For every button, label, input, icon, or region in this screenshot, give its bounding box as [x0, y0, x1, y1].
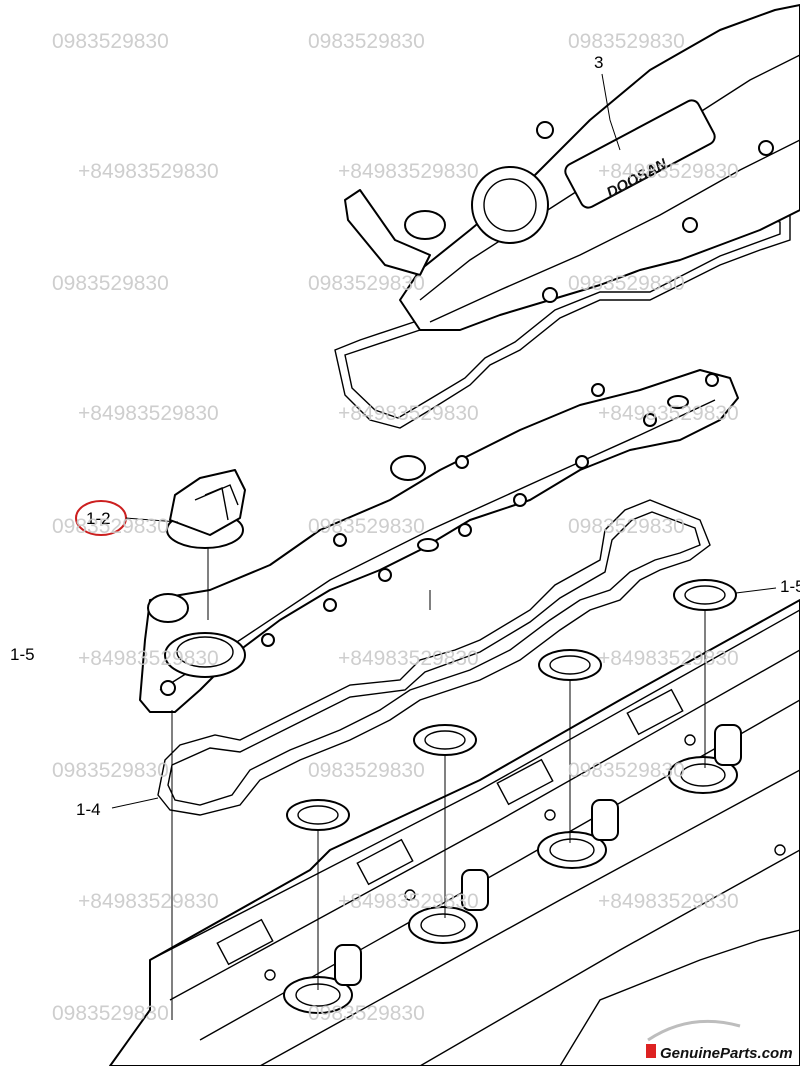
- watermark-phone: 0983529830: [308, 759, 425, 782]
- watermark-intl: +84983529830: [338, 890, 479, 913]
- callout-3-label: 3: [594, 53, 603, 72]
- watermark-intl: +84983529830: [598, 402, 739, 425]
- callout-1-5-left: 1-5: [10, 645, 35, 664]
- watermark-phone: 0983529830: [308, 515, 425, 538]
- brand-e-icon: [646, 1044, 656, 1058]
- watermark-phone: 0983529830: [568, 759, 685, 782]
- stud-leader-lines: [171, 590, 431, 1020]
- watermark-intl: +84983529830: [78, 402, 219, 425]
- watermark-phone: 0983529830: [52, 272, 169, 295]
- injector-bores: [283, 724, 742, 1014]
- watermark-phone: 0983529830: [52, 1002, 169, 1025]
- injector-seals: [286, 579, 737, 990]
- callout-1-4-label: 1-4: [76, 800, 101, 819]
- callout-1-5-left-label: 1-5: [10, 645, 35, 664]
- watermark-phone: 0983529830: [308, 1002, 425, 1025]
- watermark-intl: +84983529830: [598, 890, 739, 913]
- watermark-intl: +84983529830: [598, 647, 739, 670]
- oil-filler-cap: [166, 469, 246, 620]
- watermark-phone: 0983529830: [568, 515, 685, 538]
- watermark-intl: +84983529830: [78, 647, 219, 670]
- lower-gasket: [157, 499, 711, 816]
- cylinder-head: [109, 599, 800, 1066]
- callout-1-5-right-label: 1-5: [780, 577, 800, 596]
- callout-1-2-label: 1-2: [86, 509, 111, 528]
- brand-name: GenuineParts.com: [660, 1045, 793, 1062]
- callout-1-2: 1-2: [75, 500, 179, 536]
- watermark-intl: +84983529830: [598, 160, 739, 183]
- watermark-phone: 0983529830: [52, 759, 169, 782]
- watermark-intl: +84983529830: [338, 647, 479, 670]
- callout-1-5-right: 1-5: [735, 577, 800, 596]
- callout-1-4: 1-4: [76, 797, 159, 819]
- watermark-intl: +84983529830: [338, 402, 479, 425]
- rocker-cover: [344, 4, 800, 331]
- watermark-phone: 0983529830: [568, 30, 685, 53]
- watermark-phone: 0983529830: [308, 30, 425, 53]
- watermark-intl: +84983529830: [78, 890, 219, 913]
- watermark-phone: 0983529830: [308, 272, 425, 295]
- callout-3: 3: [594, 53, 621, 151]
- valve-carrier-plate: [139, 369, 739, 713]
- watermark-intl: +84983529830: [78, 160, 219, 183]
- watermark-phone: 0983529830: [568, 272, 685, 295]
- watermark-phone: 0983529830: [52, 515, 169, 538]
- watermark-layer: 0983529830 0983529830 0983529830 +849835…: [52, 30, 739, 1025]
- watermark-intl: +84983529830: [338, 160, 479, 183]
- brand-logo: GenuineParts.com: [646, 1019, 793, 1062]
- watermark-phone: 0983529830: [52, 30, 169, 53]
